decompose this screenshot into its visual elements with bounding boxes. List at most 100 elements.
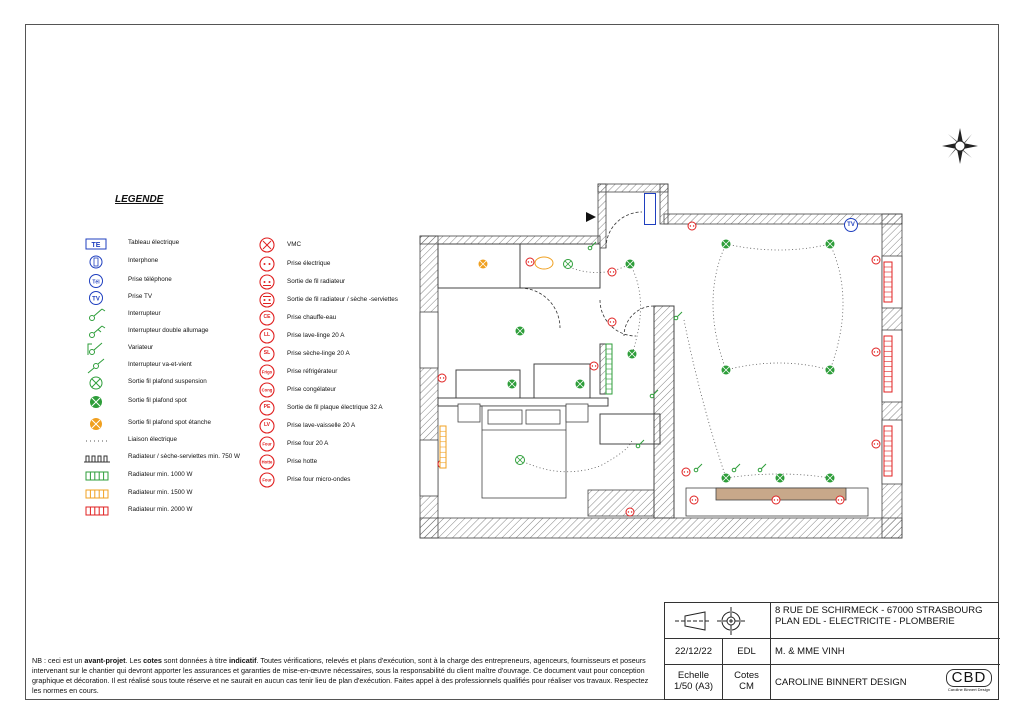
spot-light-icon[interactable] [775, 473, 785, 483]
switch-icon[interactable] [649, 389, 659, 399]
switch-icon[interactable] [587, 241, 597, 251]
socket-icon[interactable] [689, 495, 699, 505]
projection-icon [675, 607, 747, 635]
socket-icon[interactable] [607, 317, 617, 327]
spot-light-icon[interactable] [825, 473, 835, 483]
oven-socket-icon: Four [259, 436, 275, 452]
window-west-1 [419, 311, 439, 369]
title-block: 8 RUE DE SCHIRMECK - 67000 STRASBOURG PL… [664, 602, 1000, 700]
radiator-2000-icon [85, 506, 109, 516]
spot-light-icon[interactable] [825, 239, 835, 249]
svg-text:Tél: Tél [92, 280, 100, 286]
socket-icon[interactable] [607, 267, 617, 277]
socket-icon[interactable] [625, 507, 635, 517]
legend-label: Radiateur min. 1500 W [128, 489, 193, 496]
electrical-panel[interactable] [644, 193, 656, 225]
socket-icon[interactable] [871, 439, 881, 449]
dimmer-icon [87, 342, 103, 355]
disclaimer-note: NB : ceci est un avant-projet. Les cotes… [32, 656, 649, 695]
legend-label: Prise congélateur [287, 386, 337, 393]
legend-label: Sortie de fil radiateur [287, 278, 346, 285]
units-value: CM [739, 681, 754, 692]
units-label: Cotes [734, 670, 759, 681]
legend-label: Prise lave-vaisselle 20 A [287, 422, 356, 429]
microwave-socket-icon: Four [259, 472, 275, 488]
legend-label: Prise hotte [287, 458, 318, 465]
spot-light-icon[interactable] [515, 326, 525, 336]
radiator-2000-icon[interactable] [883, 335, 893, 393]
switch-icon[interactable] [757, 463, 767, 473]
legend-label: Radiateur min. 1000 W [128, 471, 193, 478]
waterproof-spot-icon[interactable] [478, 259, 488, 269]
entrance-arrow-icon [586, 212, 596, 222]
socket-icon[interactable] [771, 495, 781, 505]
designer-logo: CBD Caroline Binnert Design [941, 669, 997, 697]
pendant-light-icon[interactable] [563, 259, 573, 269]
tv-socket-plan[interactable]: TV [844, 218, 858, 232]
toilet-icon [534, 256, 554, 270]
sheet-frame [25, 24, 999, 700]
waterproof-spot-icon [90, 418, 102, 430]
svg-text:LV: LV [264, 422, 271, 428]
nightstand-left [457, 403, 481, 423]
spot-light-icon[interactable] [721, 239, 731, 249]
svg-text:Frigo: Frigo [262, 370, 273, 375]
hood-socket-icon: Hotte [259, 454, 275, 470]
freezer-socket-icon: Cong [259, 382, 275, 398]
units-cell: Cotes CM [723, 665, 771, 699]
spot-light-icon[interactable] [627, 349, 637, 359]
socket-icon[interactable] [589, 361, 599, 371]
legend-label: Sortie de fil radiateur / sèche -serviet… [287, 296, 398, 303]
nightstand-right [565, 403, 589, 423]
switch-icon[interactable] [731, 463, 741, 473]
socket-icon[interactable] [835, 495, 845, 505]
address-cell: 8 RUE DE SCHIRMECK - 67000 STRASBOURG PL… [771, 603, 1000, 639]
spot-light-icon[interactable] [721, 365, 731, 375]
socket-icon[interactable] [871, 347, 881, 357]
socket-icon[interactable] [687, 221, 697, 231]
spot-light-icon[interactable] [625, 259, 635, 269]
logo-caption: Caroline Binnert Design [947, 687, 991, 692]
spot-light-icon[interactable] [721, 473, 731, 483]
pendant-light-icon[interactable] [515, 455, 525, 465]
water-heater-socket-icon: CE [259, 310, 275, 326]
radiator-2000-icon[interactable] [883, 261, 893, 303]
radiator-1500-icon[interactable] [439, 425, 447, 469]
socket-icon[interactable] [681, 467, 691, 477]
kitchen-worktop [715, 487, 847, 501]
socket-icon[interactable] [437, 373, 447, 383]
spot-light-icon[interactable] [575, 379, 585, 389]
tv-socket-icon: TV [89, 291, 103, 305]
switch-icon[interactable] [635, 439, 645, 449]
project-address: 8 RUE DE SCHIRMECK - 67000 STRASBOURG [775, 605, 983, 616]
socket-icon[interactable] [525, 257, 535, 267]
doors [519, 211, 655, 337]
switch-icon[interactable] [673, 311, 683, 321]
spot-light-icon[interactable] [507, 379, 517, 389]
south-wall [419, 517, 903, 539]
svg-text:Hotte: Hotte [262, 460, 273, 465]
switch-icon[interactable] [693, 463, 703, 473]
socket-icon [259, 256, 275, 272]
legend-label: Prise électrique [287, 260, 331, 267]
svg-text:LL: LL [264, 332, 270, 338]
date-cell: 22/12/22 [665, 639, 723, 665]
legend-label: Variateur [128, 344, 154, 351]
socket-icon[interactable] [871, 255, 881, 265]
entry-wall-east [659, 183, 669, 225]
svg-text:Four: Four [262, 478, 272, 483]
spot-light-icon [90, 396, 102, 408]
double-switch-icon [89, 325, 106, 338]
phase-cell: EDL [723, 639, 771, 665]
spot-light-icon[interactable] [825, 365, 835, 375]
switch-icon [89, 308, 106, 321]
radiator-1000-icon[interactable] [605, 343, 613, 395]
legend-label: Sortie fil plafond suspension [128, 378, 207, 385]
pendant-light-icon [89, 376, 103, 390]
cupboard [599, 413, 661, 445]
radiator-2000-icon[interactable] [883, 425, 893, 477]
legend-label: Radiateur / sèche-serviettes min. 750 W [128, 453, 240, 460]
designer-name: CAROLINE BINNERT DESIGN [775, 677, 907, 688]
interphone-icon [89, 255, 103, 269]
